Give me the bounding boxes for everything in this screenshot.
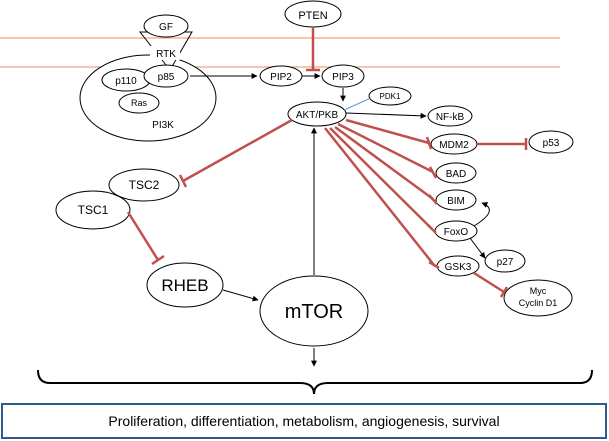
pip2-label: PIP2: [270, 72, 292, 83]
mtor-label: mTOR: [285, 301, 344, 323]
mtor-node: [259, 275, 369, 347]
nfkb-label: NF-kB: [436, 112, 465, 123]
pdk1-akt-link: [343, 97, 372, 111]
cell-membrane: [0, 37, 560, 68]
akt-label: AKT/PKB: [296, 110, 339, 121]
p110-label: p110: [115, 76, 137, 87]
p27-label: p27: [497, 257, 514, 268]
arrow-foxo-to-bim: [473, 202, 490, 227]
arrow-foxo-to-p27: [469, 237, 486, 259]
inhibit-akt-bad: [337, 122, 434, 174]
inhibit-akt-foxo: [329, 127, 433, 230]
bim-node: [435, 189, 477, 211]
bim-label: BIM: [447, 196, 465, 207]
rheb-node: [146, 262, 224, 308]
ras-label: Ras: [131, 98, 148, 108]
outcome-text: Proliferation, differentiation, metaboli…: [108, 413, 499, 429]
p53-node: [528, 130, 574, 154]
inhibit-akt-mdm2: [345, 118, 430, 145]
tsc2-node: [108, 168, 180, 202]
p85-label: p85: [158, 72, 175, 83]
arrow-akt-to-nfkb: [345, 112, 427, 119]
myc-label: Myc: [530, 286, 547, 296]
pip3-node: [321, 64, 365, 88]
inhibit-akt-tsc2: [182, 118, 293, 183]
pdk1-node: [368, 86, 412, 106]
tsc2-label: TSC2: [129, 178, 160, 192]
gf-label: GF: [159, 22, 173, 33]
rtk-label: RTK: [156, 49, 176, 60]
pdk1-label: PDK1: [380, 92, 401, 101]
inhibit-akt-gsk3: [324, 127, 435, 266]
nfkb-node: [427, 105, 473, 127]
bad-node: [435, 162, 477, 184]
gsk3-label: GSK3: [445, 262, 472, 273]
tsc1-node: [55, 190, 131, 230]
outcome-box: [1, 403, 607, 439]
pip3-label: PIP3: [332, 72, 354, 83]
pi3k-label: PI3K: [152, 120, 174, 131]
rheb-label: RHEB: [161, 276, 208, 295]
foxo-label: FoxO: [444, 227, 469, 238]
cyclin-d1-label: Cyclin D1: [519, 298, 558, 308]
myc-cyclin-node: [503, 279, 573, 317]
inhibit-gsk3-myc: [473, 271, 505, 294]
activation-arrows: [190, 73, 490, 367]
ras-node: [118, 92, 160, 114]
outcome-brace: [37, 369, 593, 395]
inhibit-akt-bim: [334, 125, 434, 201]
akt-node: [287, 101, 347, 127]
p53-label: p53: [543, 138, 560, 149]
inhibition-lines: [126, 27, 528, 298]
tsc1-label: TSC1: [78, 203, 109, 217]
bad-label: BAD: [446, 169, 467, 180]
gf-node: [143, 14, 189, 38]
p27-node: [484, 249, 526, 273]
mdm2-label: MDM2: [439, 140, 469, 151]
arrow-rheb-to-mtor: [222, 289, 259, 302]
pten-label: PTEN: [298, 10, 327, 22]
inhibit-tsc-rheb: [126, 211, 160, 261]
p85-node: [143, 64, 189, 88]
